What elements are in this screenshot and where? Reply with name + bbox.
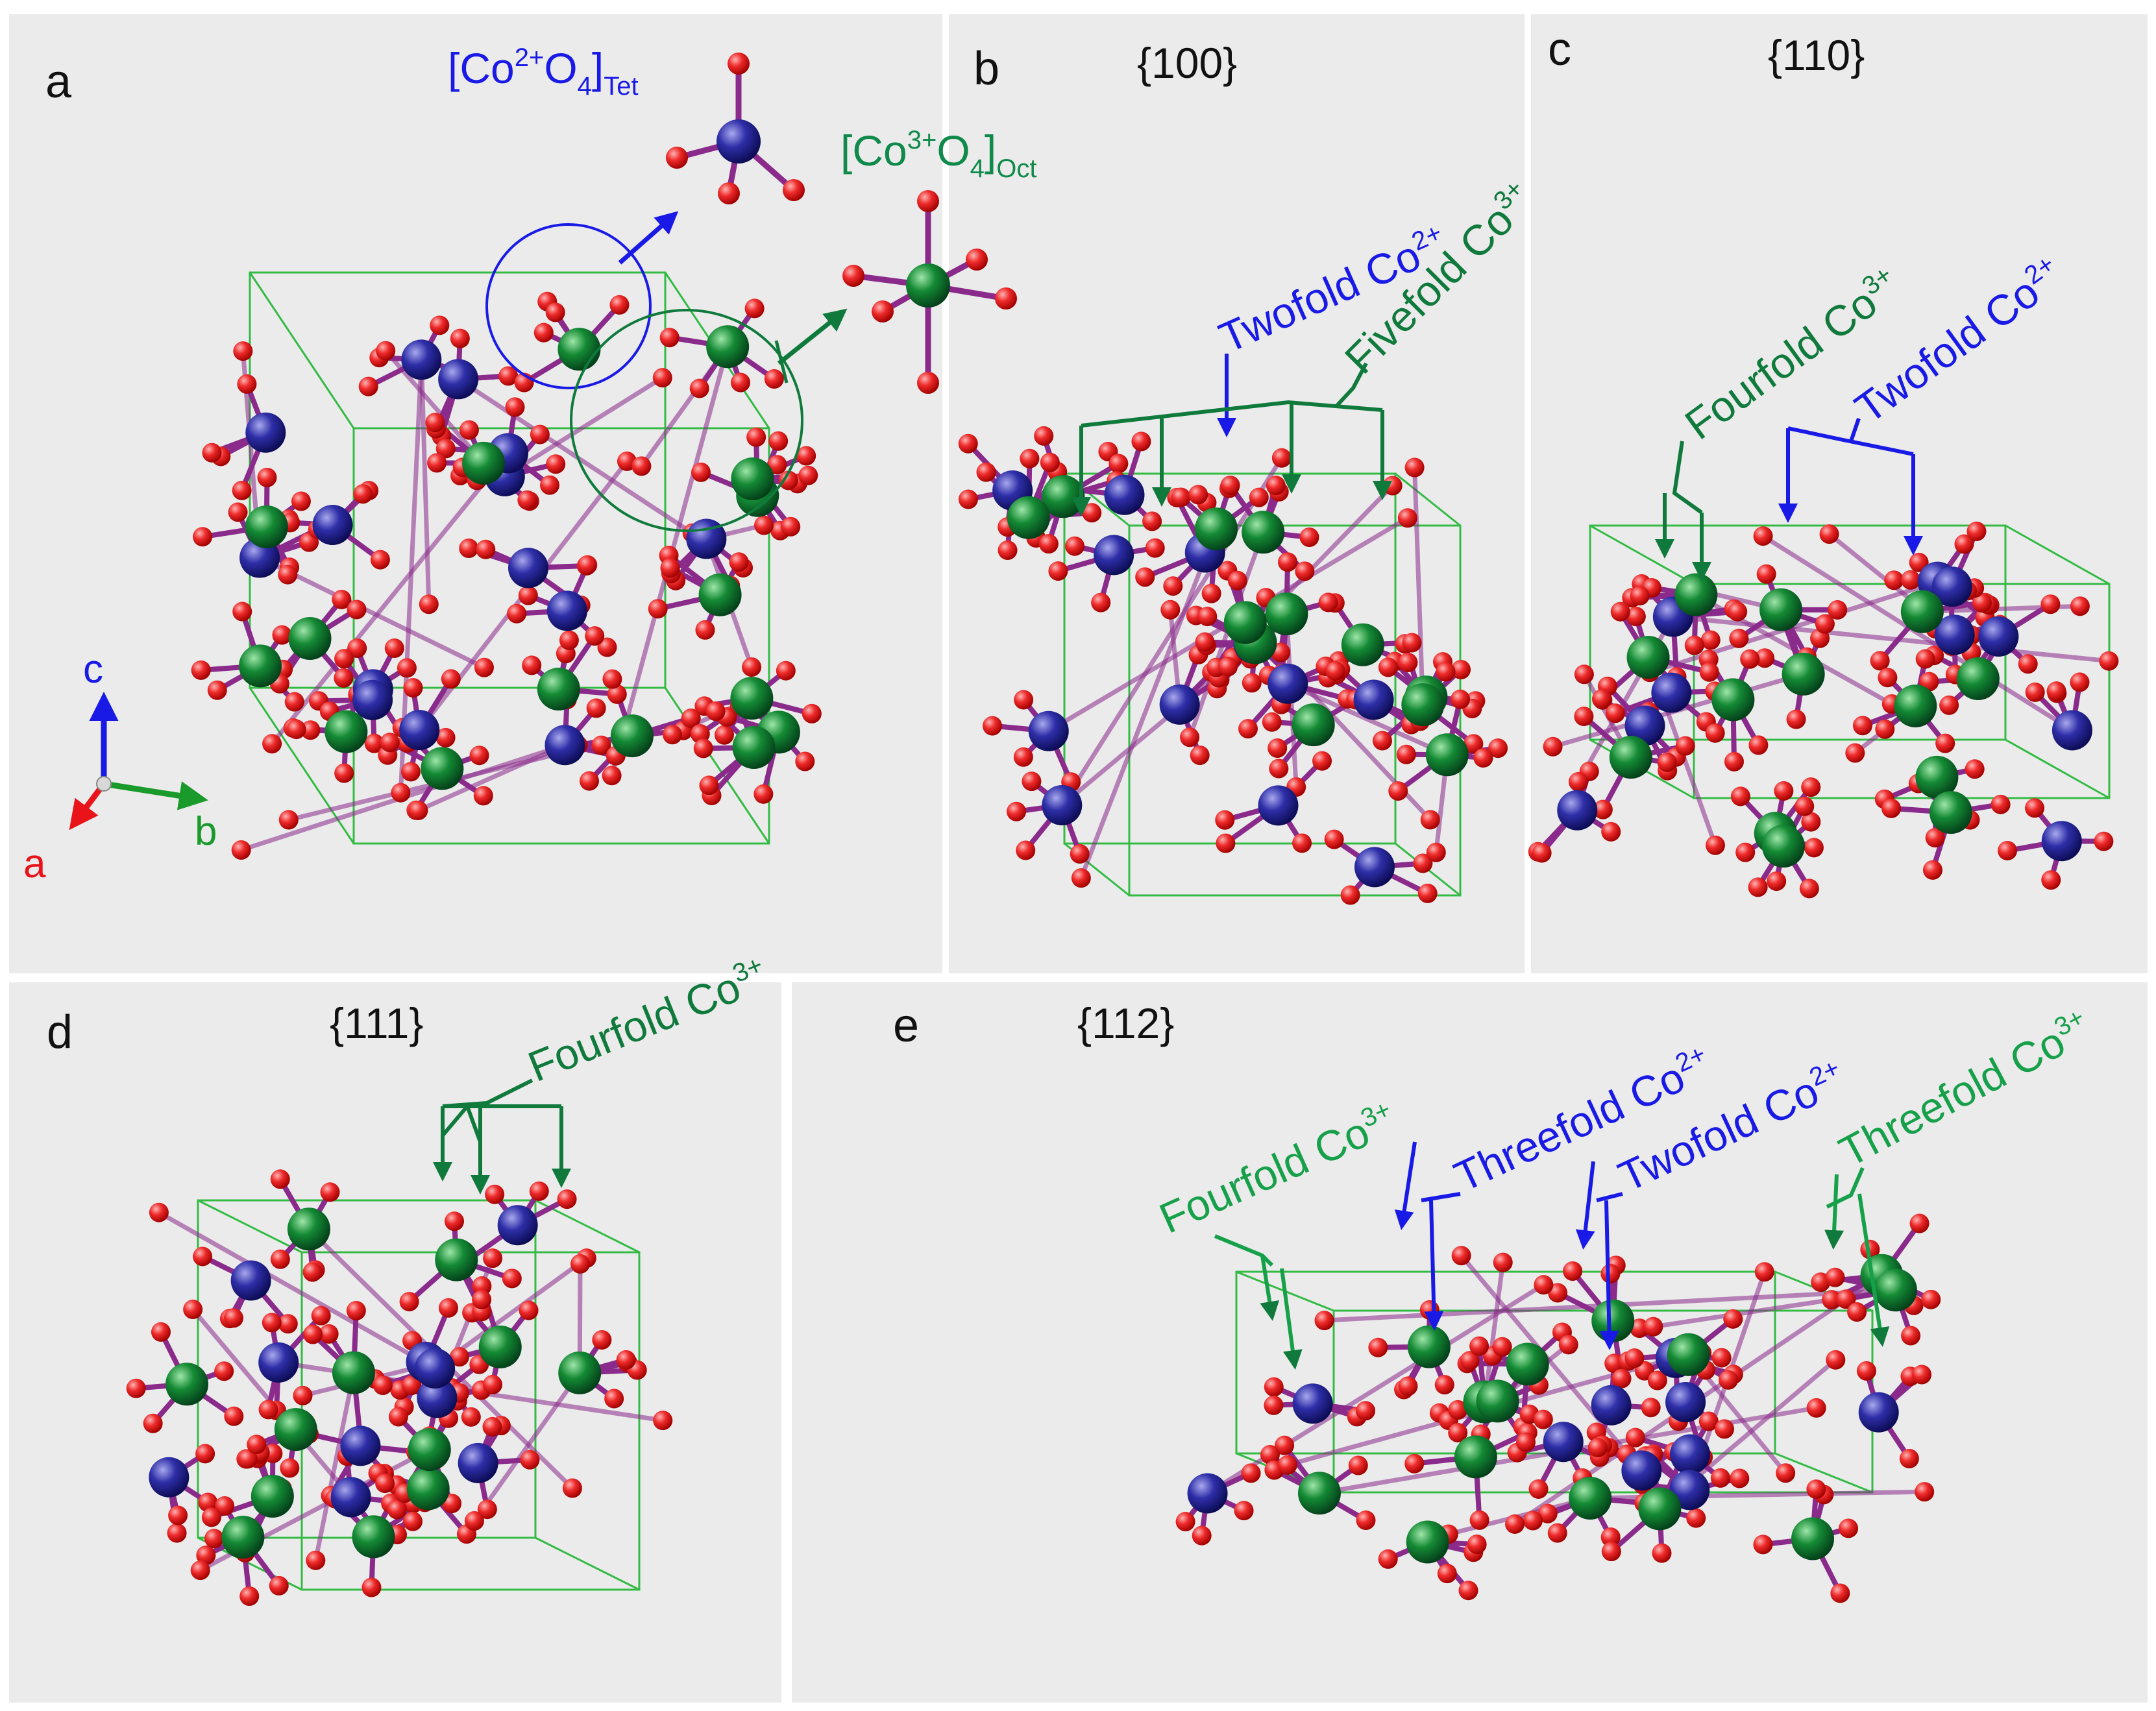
tet-label-four: 4 <box>578 72 592 101</box>
isolated-polyhedra <box>666 53 1017 394</box>
tet-label: [Co2+O4]Tet <box>448 43 639 101</box>
oct-label-four: 4 <box>970 154 985 183</box>
axis-label-a: a <box>23 842 46 886</box>
tet-label-sub: Tet <box>604 72 638 101</box>
panel-letter-b: b <box>974 43 999 95</box>
crystal-structure-d <box>126 1169 673 1606</box>
tet-label-o: O <box>544 44 577 92</box>
callouts-b <box>1072 354 1392 516</box>
facet-label-110: {110} <box>1768 31 1865 79</box>
oct-label-charge: 3+ <box>907 126 937 154</box>
panel-letter-d: d <box>47 1006 73 1058</box>
facet-label-100: {100} <box>1137 39 1237 87</box>
crystal-structure-e <box>1175 1213 1941 1603</box>
oct-label-sub: Oct <box>996 154 1036 183</box>
panel-c-bg <box>1531 14 2148 973</box>
callouts-d <box>433 1078 571 1195</box>
oct-callout-tick <box>774 340 789 383</box>
tet-label-close: ] <box>592 44 604 92</box>
panel-letter-a: a <box>45 56 72 108</box>
oct-label: [Co3+O4]Oct <box>840 126 1037 183</box>
axis-label-b: b <box>195 809 217 854</box>
panel-letter-c: c <box>1548 23 1571 75</box>
oct-highlight-circle <box>570 309 803 532</box>
oct-label-main: [Co <box>840 127 907 175</box>
crystal-structure-b <box>958 426 1508 905</box>
tet-highlight-circle <box>485 223 652 389</box>
tet-label-charge: 2+ <box>515 43 545 72</box>
facet-label-111: {111} <box>330 999 423 1047</box>
axis-indicator: c b a <box>23 647 217 886</box>
oct-label-close: ] <box>985 127 996 175</box>
panel-letter-e: e <box>893 1000 919 1052</box>
crystal-structure-a <box>191 271 822 860</box>
axis-label-c: c <box>83 647 103 692</box>
tet-callout-arrow <box>618 211 679 265</box>
callouts-c <box>1655 418 1923 581</box>
crystal-structure-c <box>1528 521 2119 899</box>
callouts-e <box>1214 1141 1890 1370</box>
facet-label-112: {112} <box>1077 999 1174 1047</box>
oct-callout-arrow <box>777 308 848 365</box>
oct-label-o: O <box>937 127 970 175</box>
panel-d-bg <box>9 982 781 1703</box>
tet-label-main: [Co <box>448 44 515 92</box>
